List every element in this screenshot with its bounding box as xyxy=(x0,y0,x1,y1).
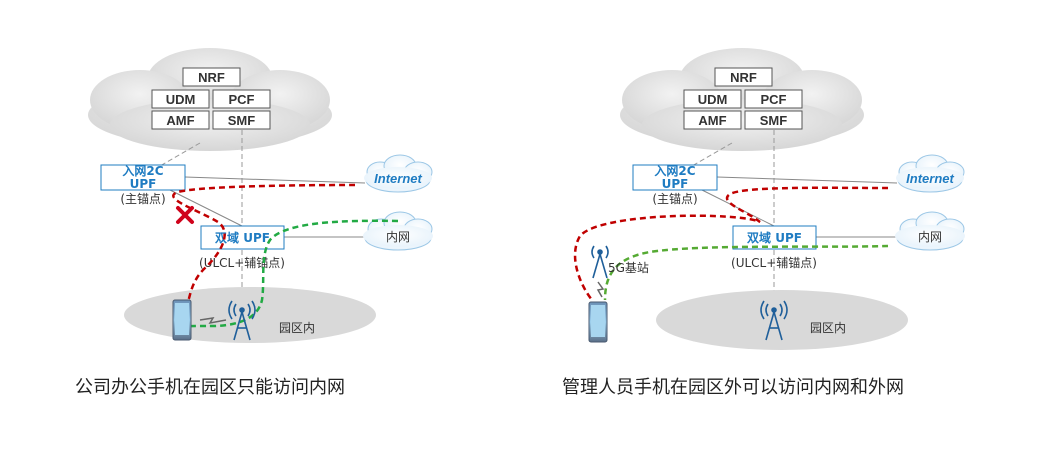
right-caption: 管理人员手机在园区外可以访问内网和外网 xyxy=(562,377,904,398)
dual-upf-box: 双域 UPF xyxy=(732,225,817,250)
intranet-path xyxy=(177,219,399,330)
internet-label: Internet xyxy=(374,171,422,186)
dual-upf-label: 双域 UPF xyxy=(215,230,270,245)
link-line xyxy=(701,189,775,227)
core-cloud xyxy=(620,48,864,151)
main-upf-anchor-label: (主锚点) xyxy=(652,191,697,206)
mobile-phone-icon xyxy=(588,301,608,343)
link-line xyxy=(169,189,243,227)
nf-amf-box: AMF xyxy=(683,110,742,130)
main-upf-line1: 入网2C xyxy=(122,164,163,178)
nf-pcf-label: PCF xyxy=(761,92,787,107)
nf-nrf-box: NRF xyxy=(714,67,773,87)
nf-udm-box: UDM xyxy=(683,89,742,109)
nf-smf-box: SMF xyxy=(212,110,271,130)
wireless-signal-icon xyxy=(596,281,605,298)
core-cloud xyxy=(88,48,332,151)
internet-path xyxy=(573,186,889,301)
intranet-label: 内网 xyxy=(918,230,942,244)
nf-amf-label: AMF xyxy=(698,113,726,128)
dual-upf-box: 双域 UPF xyxy=(200,225,285,250)
dual-upf-label: 双域 UPF xyxy=(747,230,802,245)
nf-udm-box: UDM xyxy=(151,89,210,109)
base-station-tower-icon xyxy=(591,245,609,279)
main-upf-line2: UPF xyxy=(662,177,689,191)
nf-nrf-label: NRF xyxy=(730,70,757,85)
nf-udm-label: UDM xyxy=(698,92,728,107)
campus-label: 园区内 xyxy=(279,321,315,335)
blocked-internet-path xyxy=(172,183,356,306)
nf-smf-label: SMF xyxy=(228,113,256,128)
base-station-label: 5G基站 xyxy=(608,261,649,275)
internet-label: Internet xyxy=(906,171,954,186)
cell-tower-icon xyxy=(760,300,788,341)
right-diagram: NRF UDM PCF AMF SMF 园区内 入网2C UPF xyxy=(562,48,965,398)
nf-udm-label: UDM xyxy=(166,92,196,107)
blocked-x-icon xyxy=(176,206,194,224)
nf-amf-box: AMF xyxy=(151,110,210,130)
nf-pcf-label: PCF xyxy=(229,92,255,107)
campus-area xyxy=(124,287,376,343)
main-upf-line1: 入网2C xyxy=(654,164,695,178)
intranet-path xyxy=(603,244,889,301)
link-line xyxy=(716,176,898,184)
main-upf-line2: UPF xyxy=(130,177,157,191)
left-diagram: NRF UDM PCF AMF SMF 园区内 入网2 xyxy=(75,48,433,398)
main-upf-box: 入网2C UPF xyxy=(100,164,186,191)
cell-tower-icon xyxy=(228,300,256,341)
mobile-phone-icon xyxy=(172,299,192,341)
wireless-signal-icon xyxy=(199,317,227,325)
nf-amf-label: AMF xyxy=(166,113,194,128)
main-upf-box: 入网2C UPF xyxy=(632,164,718,191)
nf-pcf-box: PCF xyxy=(212,89,271,109)
nf-nrf-label: NRF xyxy=(198,70,225,85)
intranet-label: 内网 xyxy=(386,230,410,244)
campus-area xyxy=(656,290,908,350)
main-upf-anchor-label: (主锚点) xyxy=(120,191,165,206)
nf-pcf-box: PCF xyxy=(744,89,803,109)
nf-nrf-box: NRF xyxy=(182,67,241,87)
nf-smf-label: SMF xyxy=(760,113,788,128)
dual-upf-sub-label: (ULCL+辅锚点) xyxy=(731,255,817,270)
nf-smf-box: SMF xyxy=(744,110,803,130)
left-caption: 公司办公手机在园区只能访问内网 xyxy=(75,377,345,398)
campus-label: 园区内 xyxy=(810,321,846,335)
link-line xyxy=(184,176,366,184)
